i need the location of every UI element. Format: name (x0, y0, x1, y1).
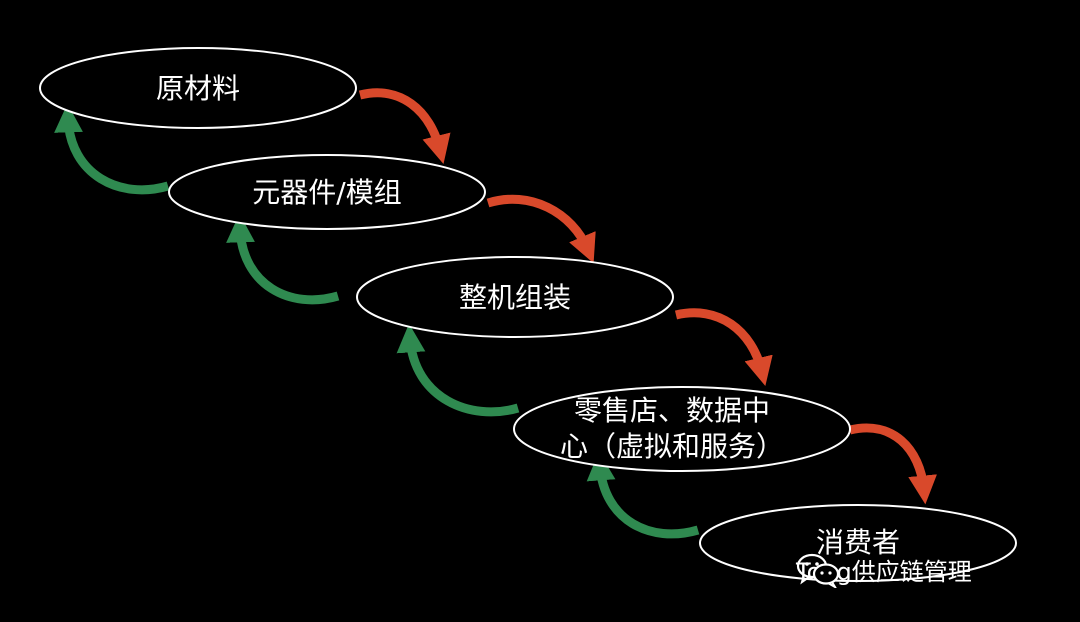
watermark: Tong供应链管理 (796, 552, 972, 588)
node-label-line-1: 零售店、数据中 (574, 394, 770, 427)
node-label: 消费者 (816, 526, 900, 559)
node-components: 元器件/模组 (168, 154, 486, 230)
node-label-line-2: 心（虚拟和服务） (560, 430, 784, 463)
node-assembly: 整机组装 (356, 256, 674, 338)
node-raw-materials: 原材料 (39, 47, 357, 129)
node-label: 原材料 (156, 72, 240, 105)
wechat-icon (796, 553, 840, 588)
node-label: 元器件/模组 (252, 176, 401, 209)
arrow-retail-to-assembly (396, 323, 520, 417)
node-consumer: 消费者 (699, 504, 1017, 582)
arrow-assembly-to-components (226, 213, 340, 305)
arrow-consumer-to-retail (586, 451, 700, 539)
node-shape (513, 386, 851, 472)
arrow-components-to-assembly (486, 194, 596, 264)
arrow-raw-to-components (358, 88, 451, 164)
node-shape (356, 256, 674, 338)
node-retail-datacenter: 零售店、数据中 心（虚拟和服务） (513, 386, 851, 472)
upstream-arrows (54, 103, 700, 539)
downstream-arrows (358, 88, 937, 505)
arrow-assembly-to-retail (674, 308, 773, 387)
node-label: 整机组装 (459, 281, 571, 314)
node-shape (699, 504, 1017, 582)
arrow-retail-to-consumer (848, 423, 937, 505)
arrow-components-to-raw (54, 103, 170, 195)
node-shape (39, 47, 357, 129)
node-shape (168, 154, 486, 230)
